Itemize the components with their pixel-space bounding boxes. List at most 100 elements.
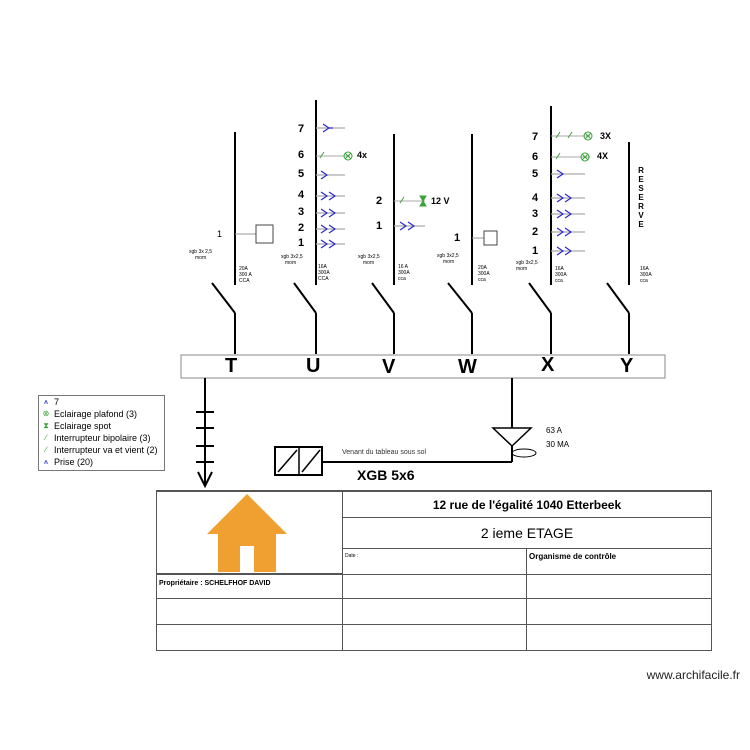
breaker-rating-amps: 63 A	[546, 426, 563, 435]
plafond-icon	[583, 131, 593, 141]
bus-letter-w: W	[458, 356, 477, 378]
empty-cell	[526, 598, 712, 625]
breaker-x	[528, 282, 552, 314]
circuit-u-num-5: 5	[298, 168, 305, 180]
va-et-vient-icon: ∕	[45, 445, 47, 454]
main-incomer	[274, 378, 537, 476]
legend-item: ⧗Eclairage spot	[39, 420, 164, 432]
bipolaire-icon: ∕	[45, 433, 47, 442]
u-lighting	[316, 151, 353, 161]
circuit-x-num-4: 4	[532, 192, 539, 204]
circuit-t-num-1: 1	[217, 229, 223, 239]
v-lighting	[394, 195, 427, 207]
empty-cell	[342, 624, 527, 651]
double-prise-icon	[556, 209, 573, 219]
breaker-w	[447, 282, 473, 314]
circuit-v-num-2: 2	[376, 195, 383, 207]
empty-cell	[526, 574, 712, 599]
bus-letter-y: Y	[620, 355, 634, 377]
circuit-w-num-1: 1	[454, 232, 461, 244]
date-cell: Date :	[342, 548, 527, 575]
address-cell: 12 rue de l'égalité 1040 Etterbeek	[342, 490, 712, 518]
main-cable-label: XGB 5x6	[357, 467, 415, 483]
double-prise-icon	[556, 227, 573, 237]
circuit-x-num-5: 5	[532, 168, 539, 180]
bipolaire-icon	[399, 196, 405, 204]
double-prise-icon	[320, 191, 337, 201]
circuit-u-note-6: 4x	[357, 150, 368, 160]
legend: ⩚7 ⊗Eclairage plafond (3) ⧗Eclairage spo…	[38, 395, 165, 471]
empty-cell	[526, 624, 712, 651]
prise-icon: ⩚	[43, 457, 49, 466]
x-symbols	[551, 169, 585, 256]
junction-box-w	[483, 230, 498, 246]
legend-item: ∕Interrupteur va et vient (2)	[39, 444, 164, 456]
circuit-x-num-7: 7	[532, 131, 539, 143]
circuit-v-note-2: 12 V	[431, 196, 450, 206]
footer-link[interactable]: www.archifacile.fr	[646, 668, 740, 682]
circuit-u-num-2: 2	[298, 222, 305, 234]
differential-breaker-icon	[491, 427, 533, 448]
circuit-x-note-6: 4X	[597, 151, 609, 161]
legend-item: ∕Interrupteur bipolaire (3)	[39, 432, 164, 444]
plafond-icon: ⊗	[42, 409, 50, 418]
bus-letter-t: T	[225, 355, 238, 377]
bus-letter-u: U	[306, 355, 321, 377]
prise-icon	[322, 123, 333, 133]
bipolaire-icon	[555, 152, 561, 160]
breaker-t	[211, 282, 236, 314]
feed-note: Venant du tableau sous sol	[342, 449, 427, 456]
circuit-x-num-2: 2	[532, 226, 539, 238]
u-symbols	[316, 123, 345, 249]
prise-icon: ⩚	[43, 397, 49, 406]
legend-item: ⩚7	[39, 396, 164, 408]
double-prise-icon	[320, 224, 337, 234]
circuit-u-num-4: 4	[298, 189, 305, 201]
prise-icon	[556, 169, 565, 179]
breaker-u	[293, 282, 317, 314]
bus-letter-v: V	[382, 356, 396, 378]
va-et-vient-icon	[555, 131, 573, 139]
breaker-rating-ma: 30 MA	[546, 440, 570, 449]
double-prise-icon	[320, 239, 337, 249]
circuit-u-num-7: 7	[298, 123, 305, 135]
control-cell: Organisme de contrôle	[526, 548, 712, 575]
arrow-down-icon	[197, 471, 213, 489]
junction-box-t	[255, 224, 274, 244]
circuit-x-num-1: 1	[532, 245, 539, 257]
double-prise-icon	[556, 193, 573, 203]
double-prise-icon	[320, 208, 337, 218]
spot-icon: ⧗	[43, 421, 49, 430]
empty-cell	[156, 598, 343, 625]
empty-cell	[156, 624, 343, 651]
circuit-u-num-6: 6	[298, 149, 305, 161]
v-symbols	[394, 221, 425, 231]
logo-cell	[156, 490, 343, 574]
double-prise-icon	[556, 246, 573, 256]
bipolaire-icon	[319, 151, 325, 159]
breakers	[211, 282, 630, 354]
legend-item: ⩚Prise (20)	[39, 456, 164, 468]
circuit-x-num-3: 3	[532, 208, 539, 220]
outgoing-feeder	[196, 378, 214, 489]
floor-cell: 2 ieme ETAGE	[342, 517, 712, 549]
circuit-v-num-1: 1	[376, 220, 383, 232]
house-logo	[207, 494, 287, 572]
circuit-x-note-7: 3X	[600, 131, 612, 141]
plafond-icon	[580, 152, 590, 162]
bus-letter-x: X	[541, 354, 555, 376]
owner-cell: Propriétaire : SCHELFHOF DAVID	[156, 574, 343, 599]
legend-item: ⊗Eclairage plafond (3)	[42, 409, 138, 419]
circuit-u-num-1: 1	[298, 237, 305, 249]
